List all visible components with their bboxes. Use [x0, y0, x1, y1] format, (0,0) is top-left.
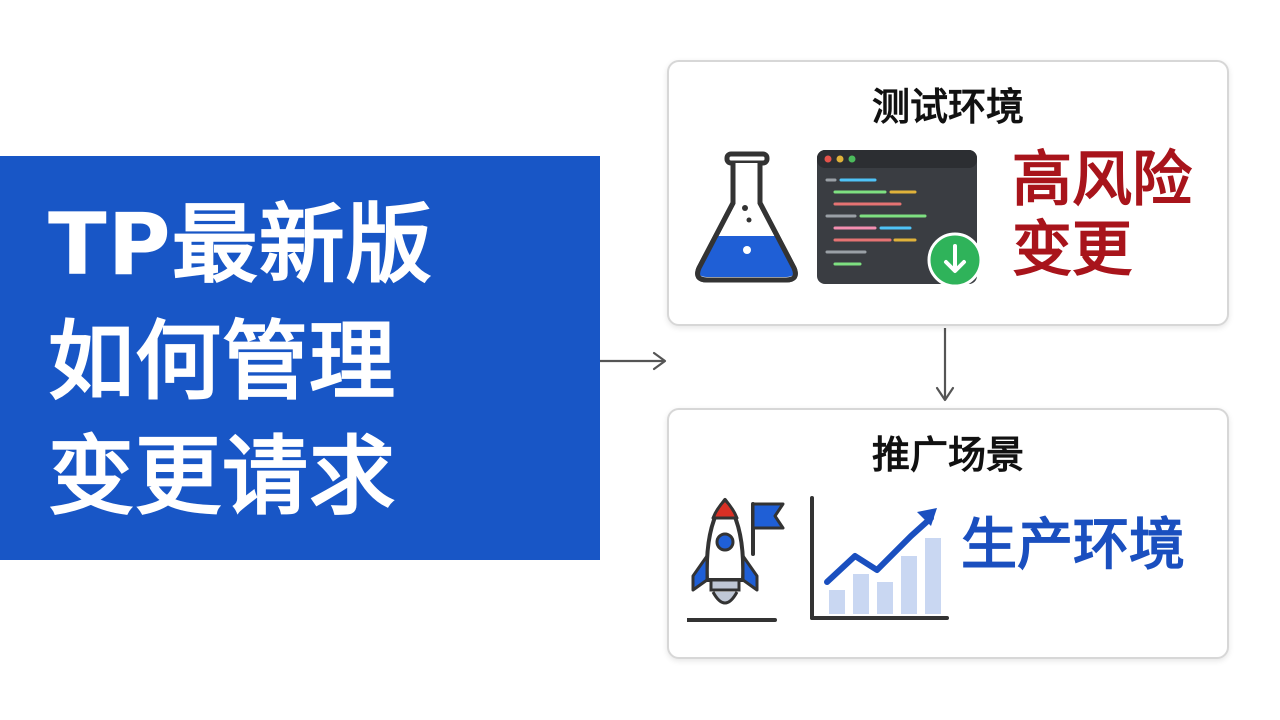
title-block: TP最新版 如何管理 变更请求 — [0, 156, 600, 560]
code-window-icon — [817, 150, 983, 288]
arrow-down-icon — [935, 328, 955, 402]
flask-icon — [695, 151, 798, 283]
promotion-scenario-title: 推广场景 — [871, 433, 1024, 477]
change-label: 变更 — [1012, 215, 1132, 285]
title-line-3: 变更请求 — [48, 427, 396, 527]
high-risk-label: 高风险 — [1012, 145, 1192, 215]
test-environment-title: 测试环境 — [871, 85, 1024, 129]
rocket-icon — [687, 498, 785, 622]
flag-icon — [751, 502, 785, 556]
test-environment-card: 测试环境 — [667, 60, 1229, 326]
promotion-scenario-card: 推广场景 生产环境 — [667, 408, 1229, 659]
production-environment-label: 生产环境 — [961, 513, 1185, 578]
title-line-1: TP最新版 — [48, 195, 433, 295]
title-line-2: 如何管理 — [48, 312, 396, 412]
growth-chart-icon — [810, 496, 949, 620]
arrow-right-icon — [600, 351, 667, 371]
